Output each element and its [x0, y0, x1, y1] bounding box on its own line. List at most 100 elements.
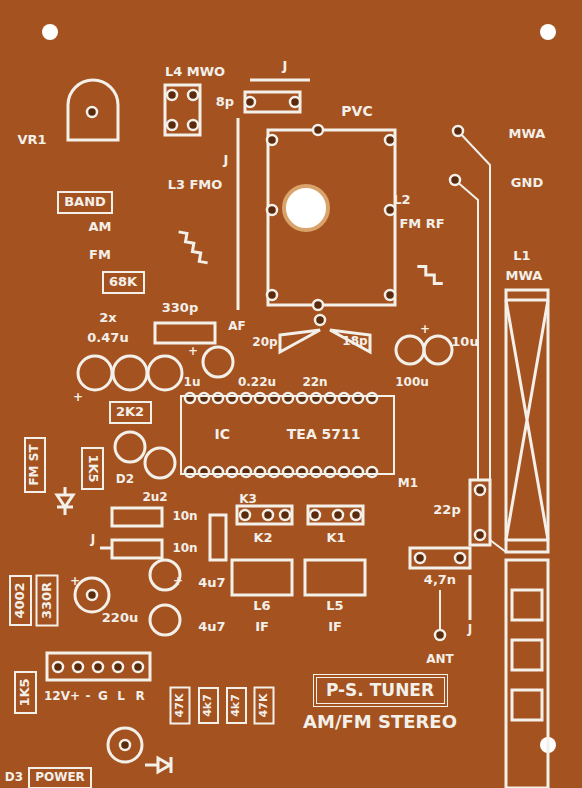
solder-pad — [290, 97, 300, 107]
pcb-graphic — [470, 480, 490, 545]
silkscreen-label: G — [98, 690, 108, 703]
pcb-graphic — [512, 590, 542, 620]
solder-pad — [450, 175, 460, 185]
resistor-box: 4k7 — [226, 687, 247, 724]
solder-pad — [241, 467, 251, 477]
solder-pad — [267, 135, 277, 145]
solder-pad — [87, 107, 97, 117]
solder-pad — [213, 467, 223, 477]
silkscreen-label: J — [283, 59, 288, 73]
silkscreen-label: - — [86, 690, 91, 703]
solder-pad — [188, 120, 198, 130]
solder-pad — [185, 467, 195, 477]
silkscreen-label: 10u — [451, 335, 478, 349]
pcb-graphic — [512, 640, 542, 670]
pcb-graphic — [245, 92, 300, 112]
silkscreen-label: 20p — [252, 336, 277, 349]
silkscreen-label: J — [224, 153, 229, 167]
solder-pad — [199, 467, 209, 477]
silkscreen-label: L2 — [393, 193, 410, 207]
resistor-box: 47K — [254, 686, 275, 724]
silkscreen-label: 0.22u — [238, 376, 276, 389]
pcb-graphic — [280, 330, 370, 352]
pcb-graphic — [506, 290, 548, 552]
silkscreen-label: MWA — [506, 269, 543, 283]
solder-pad — [73, 662, 83, 672]
tuning-hole — [284, 186, 328, 230]
silkscreen-label: 10n — [172, 542, 197, 555]
solder-pad — [93, 662, 103, 672]
pcb-graphic — [145, 757, 171, 773]
solder-pad — [255, 467, 265, 477]
silkscreen-label: 4u7 — [198, 620, 225, 634]
silkscreen-label: K2 — [253, 531, 272, 545]
silkscreen-label: VR1 — [17, 133, 46, 147]
pcb-graphic — [506, 560, 548, 788]
pcb-graphic — [506, 539, 548, 542]
silkscreen-label: L3 FMO — [168, 178, 223, 192]
pcb-graphic — [115, 432, 145, 462]
solder-pad — [353, 467, 363, 477]
silkscreen-label: PVC — [341, 104, 372, 119]
solder-pad — [475, 485, 485, 495]
pcb-graphic — [100, 547, 112, 550]
pcb-graphic — [112, 540, 162, 558]
pcb-graphic — [203, 347, 233, 377]
pcb-graphic — [506, 299, 548, 302]
silkscreen-label: 22p — [433, 503, 460, 517]
copper-traces — [440, 131, 506, 635]
part-label: 4002 — [13, 582, 27, 618]
silkscreen-label: 4u7 — [198, 576, 225, 590]
resistor-box: 47K — [170, 686, 191, 724]
part-label: FM ST — [28, 444, 41, 485]
part-label: TEA 5711 — [287, 427, 361, 442]
pcb-graphic — [417, 262, 442, 287]
silkscreen-label: + — [188, 345, 198, 358]
part-label: 68K — [109, 275, 137, 289]
silkscreen-label: AM/FM STEREO — [303, 712, 457, 732]
solder-pad — [333, 510, 343, 520]
silkscreen-label: 0.47u — [87, 331, 128, 345]
pcb-graphic — [112, 508, 162, 526]
solder-pad — [53, 662, 63, 672]
pcb-graphic — [150, 605, 180, 635]
solder-pad — [339, 467, 349, 477]
pcb-graphic — [57, 487, 73, 515]
resistor-box: 1K5 — [14, 671, 37, 714]
silkscreen-label: L5 — [326, 599, 343, 613]
part-label: BAND — [64, 195, 106, 209]
pcb-graphic — [42, 24, 58, 40]
pcb-graphic — [148, 356, 182, 390]
silkscreen-label: L6 — [253, 599, 270, 613]
pcb-graphic — [155, 323, 215, 343]
silkscreen-label: IF — [255, 620, 269, 634]
solder-pad — [280, 510, 290, 520]
solder-pad — [113, 662, 123, 672]
solder-pad — [453, 126, 463, 136]
silkscreen-label: ANT — [426, 653, 454, 666]
pcb-graphic — [424, 336, 452, 364]
part-label: P-S. TUNER — [326, 681, 434, 700]
pcb-graphic — [439, 590, 441, 635]
silkscreen-label: FM RF — [399, 217, 444, 231]
pcb-graphic — [165, 85, 200, 135]
solder-pad — [385, 135, 395, 145]
pcb-graphic — [78, 356, 112, 390]
solder-pad — [267, 290, 277, 300]
silkscreen-label: MWA — [509, 127, 546, 141]
solder-pad — [283, 467, 293, 477]
pcb-graphic — [469, 575, 472, 620]
pcb-graphic — [145, 448, 175, 478]
solder-pad — [267, 205, 277, 215]
pcb-graphic — [210, 515, 226, 560]
solder-pad — [263, 510, 273, 520]
pcb-graphic — [506, 300, 548, 540]
solder-pad — [313, 300, 323, 310]
part-label: 4k7 — [230, 694, 242, 717]
silkscreen-label: 220u — [102, 611, 138, 625]
part-label: 330R — [40, 581, 54, 618]
silkscreen-label: L4 MWO — [165, 65, 225, 79]
solder-pad — [351, 510, 361, 520]
